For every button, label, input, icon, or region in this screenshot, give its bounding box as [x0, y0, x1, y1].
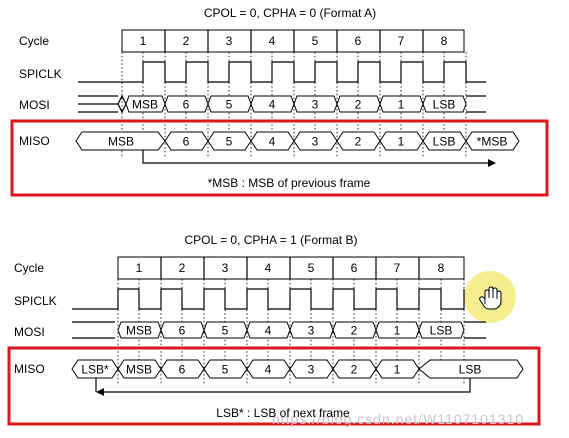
- panel-a-cycle-2: 2: [183, 34, 190, 48]
- panel-b-miso-bit: 6: [179, 363, 186, 377]
- panel-b-miso-bit: LSB*: [81, 363, 109, 377]
- panel-a-arrow: [142, 150, 496, 167]
- panel-b-cycle-row: 1 2 3 4 5 6 7 8: [117, 256, 465, 280]
- panel-a-label-spiclk: SPICLK: [19, 67, 62, 81]
- panel-b-miso-bit: 1: [394, 363, 401, 377]
- panel-b-miso-bit: LSB: [459, 363, 482, 377]
- panel-b-cycle-8: 8: [438, 261, 445, 275]
- panel-a-mosi-bit: 6: [183, 98, 190, 112]
- panel-b-mosi-bit: MSB: [126, 324, 152, 338]
- panel-a-miso-bit: 3: [312, 135, 319, 149]
- panel-b-miso-row: LSB* MSB 6 5 4 3 2 1 LSB: [71, 359, 524, 379]
- panel-b-footnote: LSB* : LSB of next frame: [216, 406, 350, 420]
- panel-b-cycle-6: 6: [351, 261, 358, 275]
- panel-b-mosi-bit: 1: [394, 324, 401, 338]
- hand-cursor-icon: [464, 271, 516, 323]
- panel-b-label-miso: MISO: [14, 362, 45, 376]
- panel-a-cycle-3: 3: [226, 34, 233, 48]
- panel-b-mosi-bit: LSB: [430, 324, 453, 338]
- panel-b-miso-bit: 5: [222, 363, 229, 377]
- panel-a-miso-bit: 6: [183, 135, 190, 149]
- panel-b-arrow: [95, 378, 471, 396]
- panel-b-mosi-bit: 4: [265, 324, 272, 338]
- panel-b-mosi-bit: 5: [222, 324, 229, 338]
- panel-a-cycle-1: 1: [140, 34, 147, 48]
- panel-b-cycle-4: 4: [265, 261, 272, 275]
- panel-a-label-mosi: MOSI: [19, 98, 50, 112]
- panel-a-miso-row: MSB 6 5 4 3 2 1 LSB *MSB: [75, 131, 520, 151]
- watermark-text: https://blog.csdn.net/W1107101310: [272, 411, 524, 427]
- panel-b-label-spiclk: SPICLK: [14, 294, 57, 308]
- panel-b-miso-bit: 4: [265, 363, 272, 377]
- panel-b-mosi-bit: 2: [351, 324, 358, 338]
- panel-a-miso-bit: 4: [269, 135, 276, 149]
- panel-a-cycle-4: 4: [269, 34, 276, 48]
- panel-b-cycle-1: 1: [136, 261, 143, 275]
- panel-a-miso-bit: LSB: [433, 135, 456, 149]
- panel-a-mosi-bit: 1: [398, 98, 405, 112]
- panel-a-miso-bit: 1: [398, 135, 405, 149]
- panel-a-label-miso: MISO: [19, 134, 50, 148]
- panel-a-cycle-6: 6: [355, 34, 362, 48]
- panel-b-mosi-bit: 6: [179, 324, 186, 338]
- panel-b-mosi-bus: [72, 321, 486, 339]
- panel-b-spiclk-waveform: [72, 288, 465, 310]
- panel-a-miso-bit: 5: [226, 135, 233, 149]
- panel-b-miso-highlight: [7, 346, 541, 426]
- panel-a-label-cycle: Cycle: [19, 34, 49, 48]
- panel-a-cycle-7: 7: [398, 34, 405, 48]
- panel-a-cycle-5: 5: [312, 34, 319, 48]
- panel-a-mosi-bit: 2: [355, 98, 362, 112]
- panel-format-a: CPOL = 0, CPHA = 0 (Format A) Cycle SPIC…: [10, 6, 549, 197]
- panel-a-spiclk-waveform: [78, 61, 486, 83]
- panel-a-miso-bit: MSB: [108, 135, 134, 149]
- panel-b-title: CPOL = 0, CPHA = 1 (Format B): [185, 233, 358, 247]
- panel-b-mosi-bit: 3: [308, 324, 315, 338]
- panel-b-mosi-row: MSB 6 5 4 3 2 1 LSB: [117, 321, 465, 339]
- panel-a-miso-highlight: [10, 119, 549, 197]
- panel-a-footnote: *MSB : MSB of previous frame: [208, 176, 371, 190]
- panel-a-cycle-8: 8: [441, 34, 448, 48]
- panel-a-miso-bit: *MSB: [477, 135, 508, 149]
- panel-b-cycle-2: 2: [179, 261, 186, 275]
- panel-b-miso-bit: 3: [308, 363, 315, 377]
- panel-b-miso-bit: MSB: [126, 363, 152, 377]
- panel-a-miso-bit: 2: [355, 135, 362, 149]
- panel-a-cycle-row: 1 2 3 4 5 6 7 8: [121, 29, 465, 53]
- panel-a-mosi-bus: [78, 94, 486, 114]
- panel-a-mosi-bit: 3: [312, 98, 319, 112]
- panel-b-label-mosi: MOSI: [14, 325, 45, 339]
- panel-b-label-cycle: Cycle: [14, 261, 44, 275]
- panel-b-cycle-7: 7: [394, 261, 401, 275]
- panel-a-title: CPOL = 0, CPHA = 0 (Format A): [204, 6, 376, 20]
- panel-b-cycle-5: 5: [308, 261, 315, 275]
- panel-a-mosi-row: MSB 6 5 4 3 2 1 LSB: [125, 95, 467, 113]
- panel-a-cycle-frame: [121, 29, 465, 53]
- panel-a-mosi-bit: 5: [226, 98, 233, 112]
- panel-b-cycle-frame: [117, 256, 465, 280]
- panel-b-cycle-3: 3: [222, 261, 229, 275]
- panel-a-mosi-bit: LSB: [433, 98, 456, 112]
- panel-format-b: CPOL = 0, CPHA = 1 (Format B) Cycle SPIC…: [7, 233, 541, 427]
- panel-a-mosi-bit: MSB: [132, 98, 158, 112]
- panel-b-miso-bit: 2: [351, 363, 358, 377]
- panel-a-mosi-bit: 4: [269, 98, 276, 112]
